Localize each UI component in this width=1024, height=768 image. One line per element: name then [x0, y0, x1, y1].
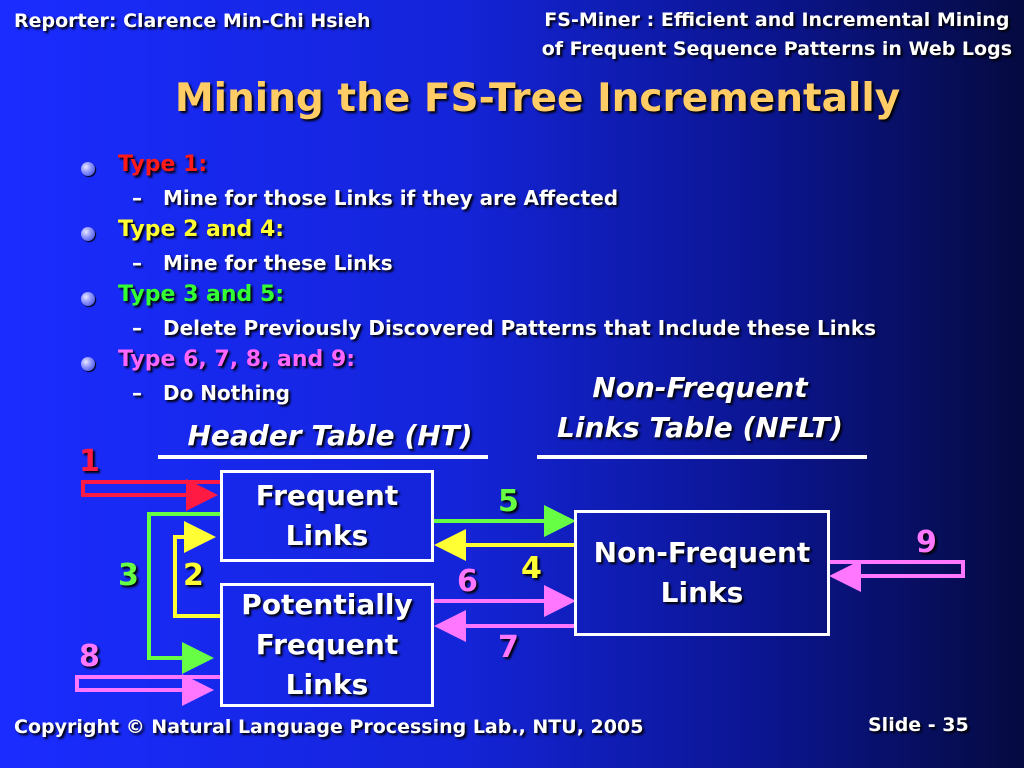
dash-glyph: – [132, 251, 142, 275]
header-table-underline [158, 455, 488, 459]
reporter-label: Reporter: Clarence Min-Chi Hsieh [14, 10, 371, 32]
non-frequent-links-box: Non-Frequent Links [574, 510, 830, 636]
arrow-type9 [828, 560, 965, 592]
bullet-type2-4: Type 2 and 4: [118, 217, 285, 242]
arrow-number-3: 3 [118, 558, 139, 593]
presentation-subject: FS-Miner : Efficient and Incremental Min… [542, 6, 1012, 64]
potentially-frequent-links-box: Potentially Frequent Links [220, 583, 434, 707]
potential-box-line-1: Potentially [241, 588, 413, 621]
nflt-label-line-1: Non-Frequent [592, 371, 808, 404]
arrow-number-4: 4 [521, 551, 542, 586]
bullet-dot-icon [81, 357, 95, 371]
copyright-footer: Copyright © Natural Language Processing … [14, 716, 644, 738]
dash-glyph: – [132, 381, 142, 405]
sub-bullet-type1: Mine for those Links if they are Affecte… [163, 186, 619, 210]
bullet-dot-icon [81, 292, 95, 306]
bullet-type1: Type 1: [118, 152, 208, 177]
arrow-number-2: 2 [183, 558, 204, 593]
arrow-type1 [81, 479, 222, 511]
nflt-underline [537, 455, 867, 459]
sub-bullet-type6-9: Do Nothing [163, 381, 290, 405]
arrow-number-6: 6 [457, 564, 478, 599]
nflt-label: Non-Frequent Links Table (NFLT) [520, 368, 880, 448]
dash-glyph: – [132, 186, 142, 210]
header-table-label: Header Table (HT) [187, 419, 473, 452]
frequent-box-line-1: Frequent [255, 479, 399, 512]
slide-number: Slide - 35 [868, 714, 969, 736]
nflt-label-line-2: Links Table (NFLT) [557, 411, 843, 444]
arrow-number-8: 8 [79, 639, 100, 674]
dash-glyph: – [132, 316, 142, 340]
sub-bullet-type3-5: Delete Previously Discovered Patterns th… [163, 316, 877, 340]
slide-title: Mining the FS-Tree Incrementally [174, 76, 901, 121]
bullet-dot-icon [81, 162, 95, 176]
nonfrequent-box-line-2: Links [660, 576, 744, 609]
arrow-type2 [173, 521, 222, 618]
arrow-number-7: 7 [498, 630, 519, 665]
sub-bullet-type2-4: Mine for these Links [163, 251, 393, 275]
arrow-number-9: 9 [916, 525, 937, 560]
arrow-type3 [147, 512, 222, 674]
frequent-links-box: Frequent Links [220, 470, 434, 562]
bullet-type6-9: Type 6, 7, 8, and 9: [118, 347, 356, 372]
arrow-type8 [75, 674, 222, 706]
potential-box-line-2: Frequent [255, 628, 399, 661]
arrow-number-5: 5 [498, 484, 519, 519]
subject-line-1: FS-Miner : Efficient and Incremental Min… [544, 9, 1010, 31]
potential-box-line-3: Links [285, 668, 369, 701]
subject-line-2: of Frequent Sequence Patterns in Web Log… [541, 38, 1012, 60]
bullet-dot-icon [81, 227, 95, 241]
frequent-box-line-2: Links [285, 519, 369, 552]
bullet-type3-5: Type 3 and 5: [118, 282, 285, 307]
arrow-number-1: 1 [79, 444, 100, 479]
nonfrequent-box-line-1: Non-Frequent [593, 536, 811, 569]
